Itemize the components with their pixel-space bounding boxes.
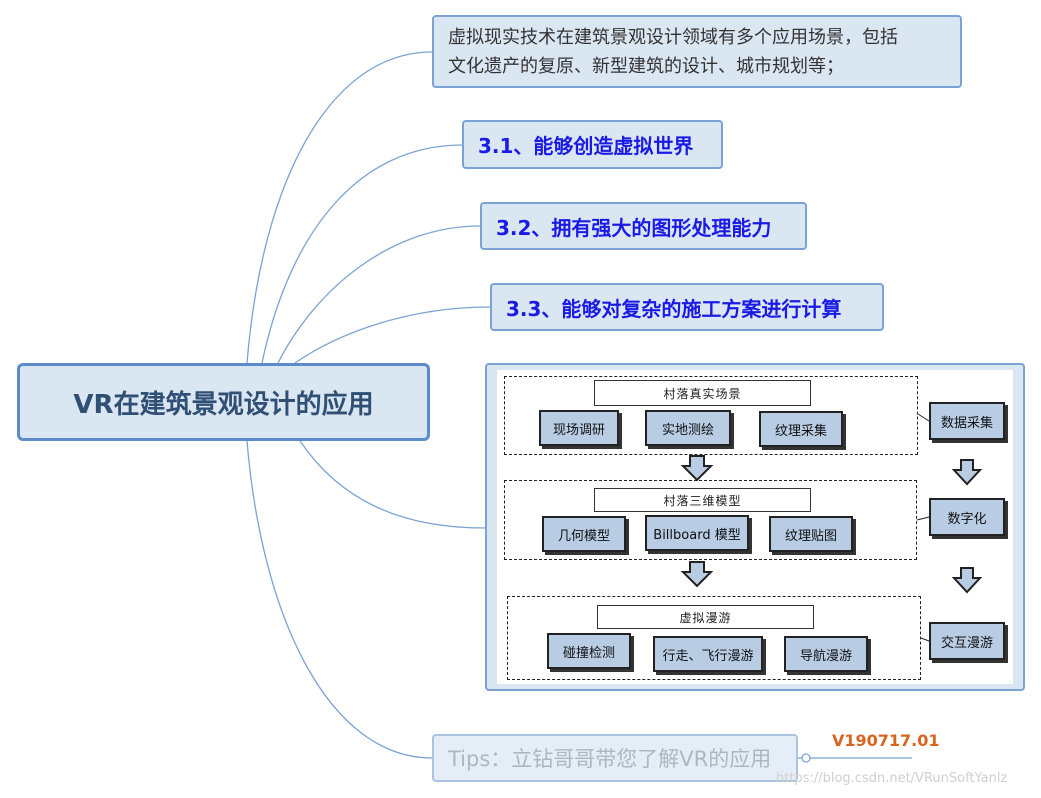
description-line-2: 文化遗产的复原、新型建筑的设计、城市规划等；	[448, 56, 844, 77]
step-box: Billboard 模型	[645, 515, 749, 551]
subtopic-label: 3.1、能够创造虚拟世界	[478, 134, 694, 158]
step-box: 纹理贴图	[769, 516, 853, 552]
connector-subtopic-2	[277, 225, 481, 364]
step-box: 碰撞检测	[547, 633, 631, 669]
subtopic-label: 3.2、拥有强大的图形处理能力	[496, 215, 772, 240]
connector-subtopic-1	[261, 144, 463, 364]
watermark: https://blog.csdn.net/VRunSoftYanlz	[776, 771, 1008, 786]
section-real-scene	[504, 376, 918, 455]
stage-box: 交互漫游	[929, 622, 1005, 660]
stage-box: 数据采集	[929, 402, 1005, 440]
root-topic-label: VR在建筑景观设计的应用	[73, 389, 374, 420]
section-3d-model	[504, 480, 917, 560]
connector-subtopic-3	[294, 306, 491, 364]
subtopic-3-2[interactable]: 3.2、拥有强大的图形处理能力	[480, 202, 807, 250]
section-title: 村落三维模型	[594, 488, 811, 512]
connector-description	[246, 51, 433, 364]
tips-label: Tips：立钻哥哥带您了解VR的应用	[448, 747, 772, 771]
down-arrow-icon	[951, 459, 983, 486]
step-box: 几何模型	[542, 516, 626, 552]
step-box: 行走、飞行漫游	[653, 636, 763, 672]
description-line-1: 虚拟现实技术在建筑景观设计领域有多个应用场景，包括	[448, 27, 898, 48]
stage-box: 数字化	[929, 498, 1005, 536]
step-box: 现场调研	[539, 410, 619, 446]
step-box: 实地测绘	[645, 410, 731, 446]
step-box: 导航漫游	[784, 636, 868, 672]
workflow-diagram: 村落真实场景 现场调研 实地测绘 纹理采集 村落三维模型 几何模型 Billbo…	[497, 370, 1013, 684]
tips-node[interactable]: Tips：立钻哥哥带您了解VR的应用	[432, 734, 798, 782]
root-topic[interactable]: VR在建筑景观设计的应用	[17, 363, 430, 441]
section-title: 虚拟漫游	[597, 605, 814, 629]
down-arrow-icon	[680, 455, 714, 482]
down-arrow-icon	[951, 567, 983, 594]
subtopic-3-1[interactable]: 3.1、能够创造虚拟世界	[462, 120, 723, 169]
description-node[interactable]: 虚拟现实技术在建筑景观设计领域有多个应用场景，包括 文化遗产的复原、新型建筑的设…	[432, 15, 962, 88]
connector-tips	[246, 440, 433, 759]
down-arrow-icon	[680, 561, 714, 588]
connector-image	[299, 440, 486, 529]
diagram-connectors	[680, 413, 983, 642]
section-virtual-tour	[507, 596, 921, 680]
version-label: V190717.01	[832, 731, 940, 750]
version-link-dot	[801, 753, 811, 763]
step-box: 纹理采集	[759, 411, 843, 447]
subtopic-3-3[interactable]: 3.3、能够对复杂的施工方案进行计算	[490, 283, 884, 331]
section-title: 村落真实场景	[594, 380, 811, 406]
subtopic-label: 3.3、能够对复杂的施工方案进行计算	[506, 296, 842, 321]
